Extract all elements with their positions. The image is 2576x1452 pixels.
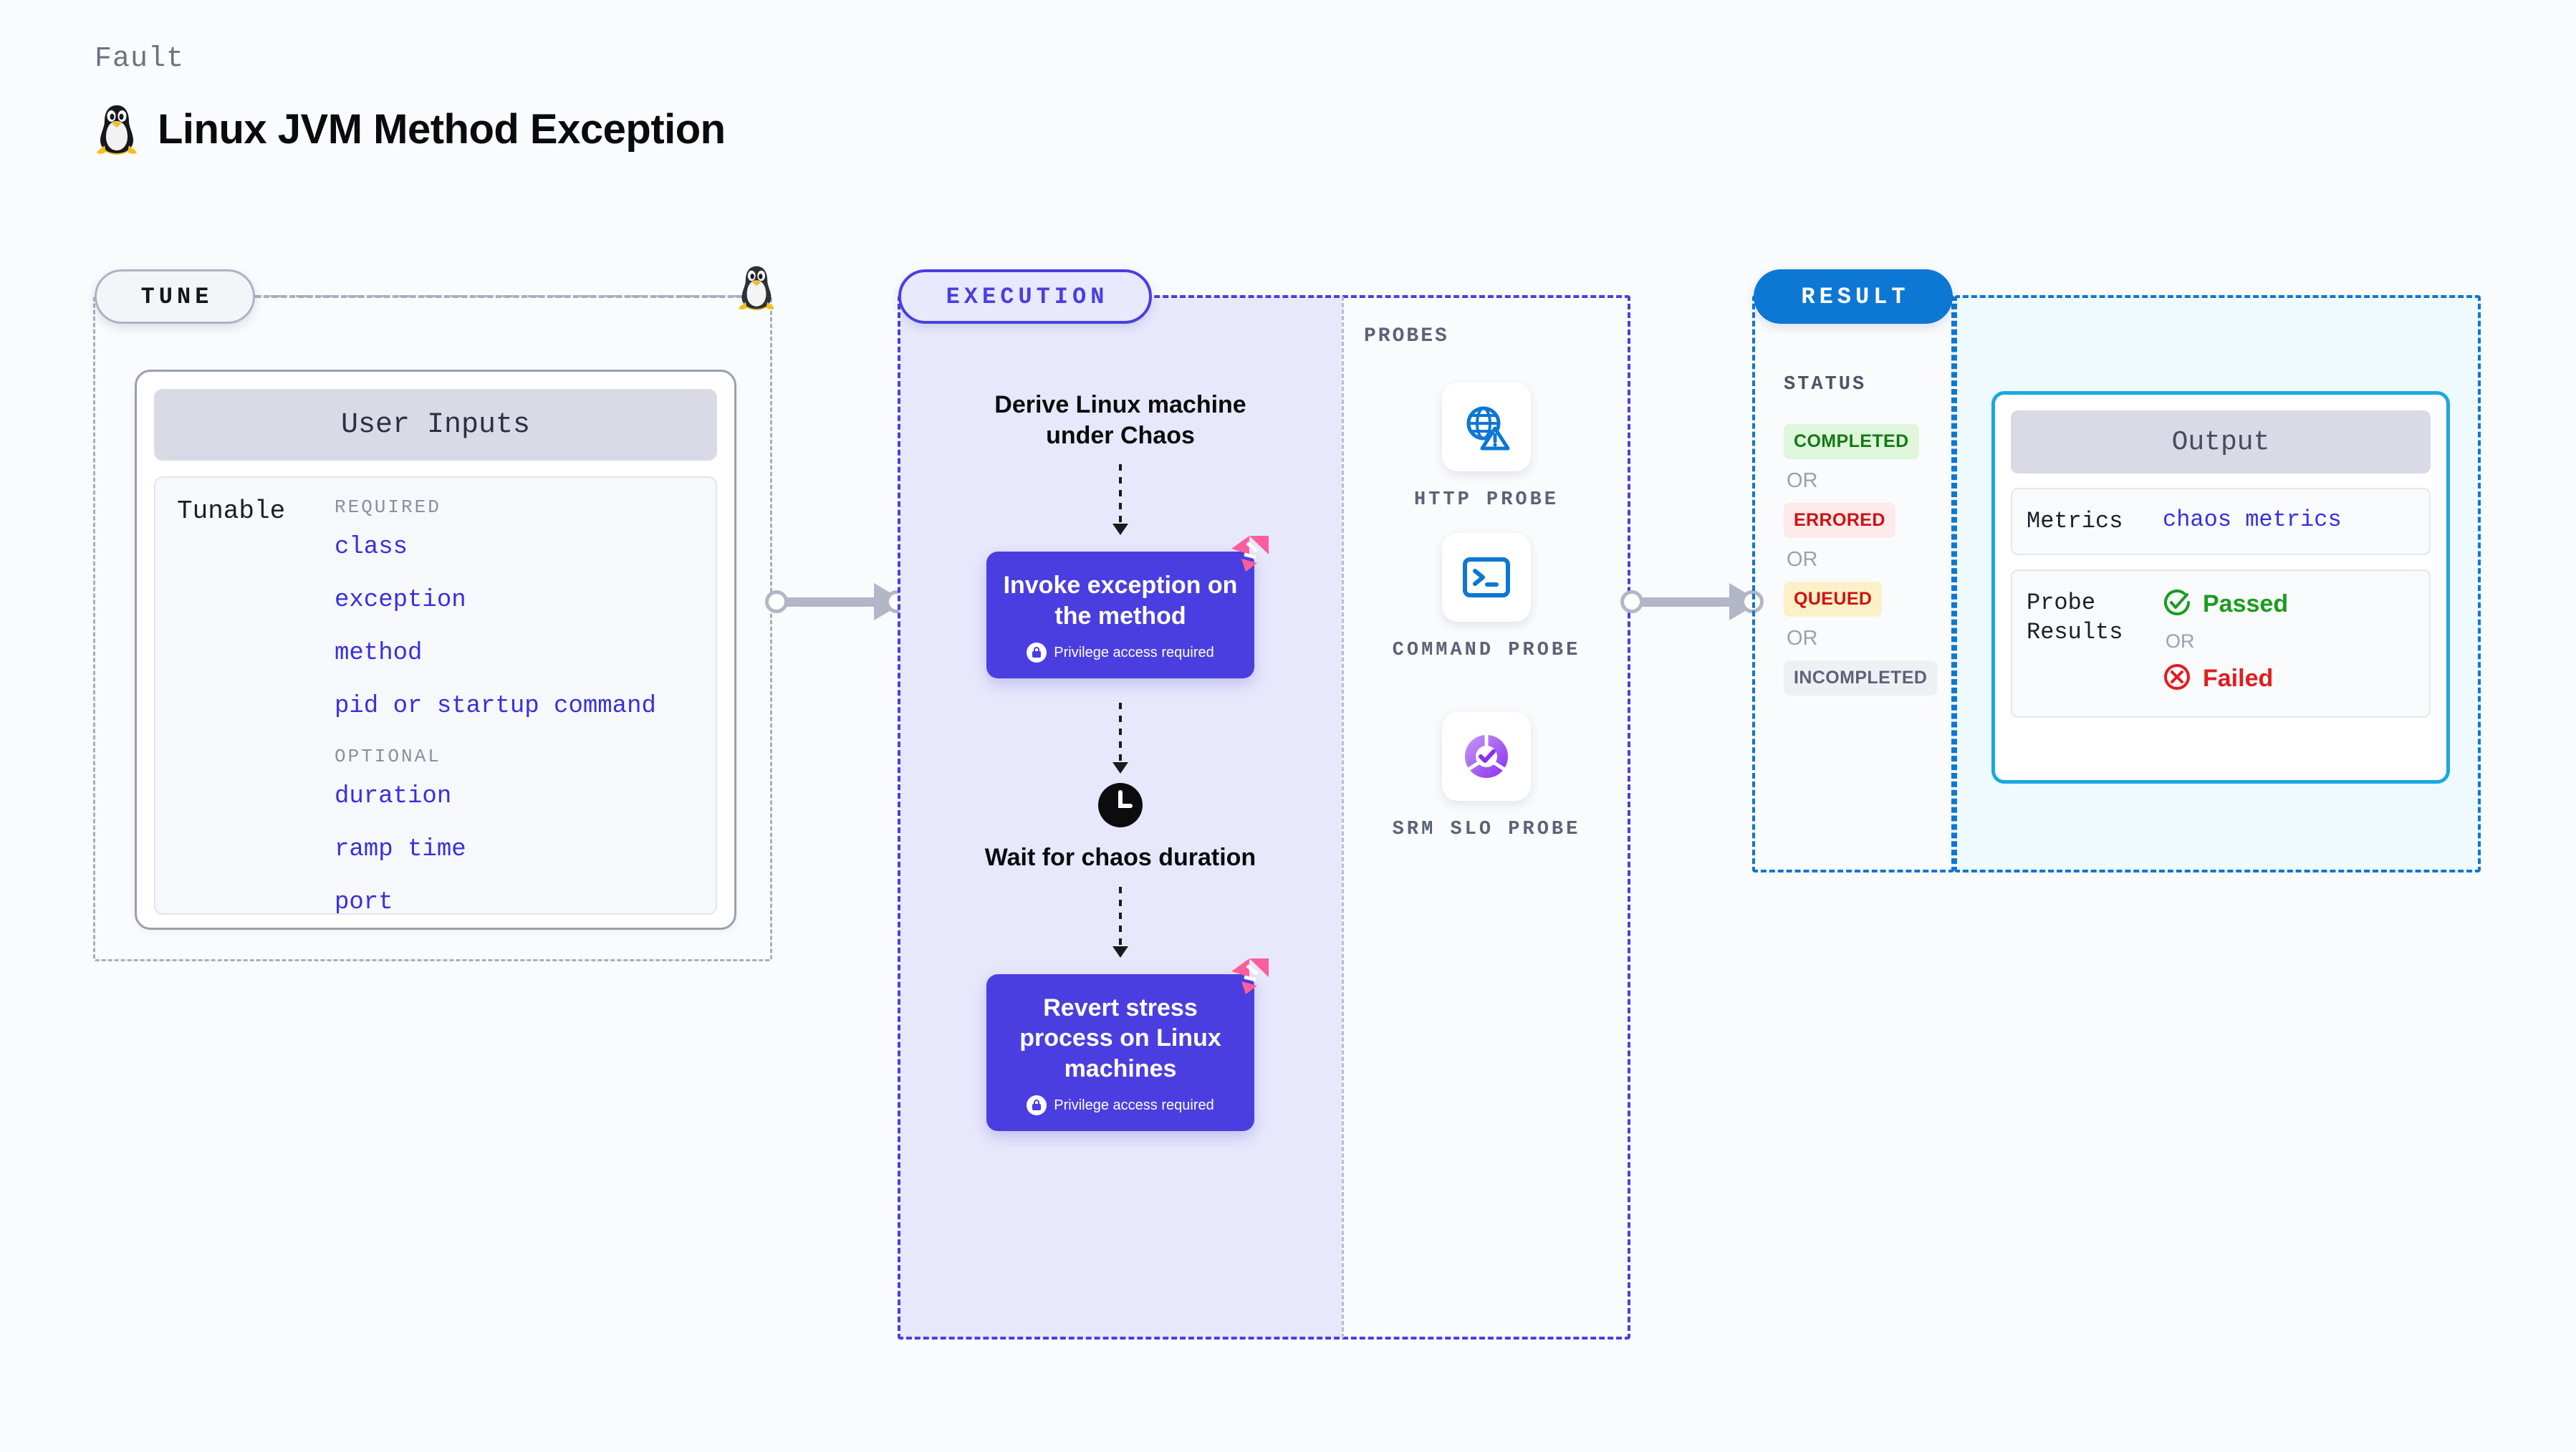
- probes-column: PROBES HTTP PROBE COMMAND PROBE: [1344, 297, 1629, 1338]
- status-badge-queued: QUEUED: [1784, 582, 1883, 617]
- tux-penguin-icon: [95, 102, 139, 155]
- flow-arrow-icon: [1119, 464, 1122, 527]
- probe-label: SRM SLO PROBE: [1392, 819, 1581, 840]
- or-label: OR: [2166, 630, 2195, 652]
- connector-start-dot: [765, 590, 788, 613]
- probe-result-failed: Failed: [2163, 663, 2288, 695]
- step-title: Revert stress process on Linux machines: [1019, 994, 1221, 1082]
- tunable-param-list: REQUIRED class exception method pid or s…: [335, 496, 716, 916]
- execution-region: [898, 295, 1630, 1340]
- probe-srm-slo[interactable]: SRM SLO PROBE: [1344, 712, 1629, 842]
- metrics-link[interactable]: chaos metrics: [2163, 506, 2342, 533]
- step-title: Invoke exception on the method: [1003, 572, 1238, 630]
- terminal-icon: [1442, 533, 1531, 622]
- execution-step-invoke-exception[interactable]: Invoke exception on the method Privilege…: [986, 536, 1269, 679]
- flow-arrow-icon: [1119, 886, 1122, 948]
- globe-warning-icon: [1442, 383, 1531, 471]
- param-port[interactable]: port: [335, 889, 393, 916]
- param-duration[interactable]: duration: [335, 783, 452, 810]
- probe-http[interactable]: HTTP PROBE: [1344, 383, 1629, 513]
- output-row-metrics: Metrics chaos metrics: [2011, 488, 2431, 555]
- clock-icon: [1098, 783, 1143, 831]
- execution-step-wait: Wait for chaos duration: [984, 844, 1256, 872]
- or-label: OR: [1787, 627, 1818, 650]
- probes-divider: [1342, 297, 1344, 1338]
- failed-label: Failed: [2203, 664, 2274, 692]
- status-badge-completed: COMPLETED: [1784, 424, 1919, 459]
- status-badge-errored: ERRORED: [1784, 503, 1895, 538]
- param-exception[interactable]: exception: [335, 587, 466, 614]
- execution-step-derive: Derive Linux machine under Chaos: [994, 391, 1246, 450]
- lock-icon: [1027, 1095, 1047, 1116]
- user-inputs-card: User Inputs Tunable REQUIRED class excep…: [135, 370, 736, 930]
- tunable-box: Tunable REQUIRED class exception method …: [154, 476, 717, 916]
- output-row-probe-results: Probe Results Passed OR: [2011, 569, 2431, 718]
- or-label: OR: [1787, 548, 1818, 571]
- execution-step-revert-stress[interactable]: Revert stress process on Linux machines …: [986, 958, 1269, 1132]
- connector-execution-to-result: [1620, 583, 1764, 620]
- connector-start-dot: [1620, 590, 1643, 613]
- probe-results-values: Passed OR Failed: [2163, 588, 2288, 695]
- param-class[interactable]: class: [335, 534, 408, 561]
- harness-ribbon-icon: [1229, 534, 1270, 578]
- harness-ribbon-icon: [1229, 957, 1270, 1001]
- check-circle-icon: [2163, 588, 2191, 620]
- metrics-key: Metrics: [2027, 508, 2123, 534]
- user-inputs-title: User Inputs: [154, 389, 717, 461]
- group-heading-optional: OPTIONAL: [335, 746, 441, 767]
- privilege-note-text: Privilege access required: [1054, 1097, 1214, 1113]
- output-card: Output Metrics chaos metrics Probe Resul…: [1991, 391, 2450, 784]
- tune-pill[interactable]: TUNE: [95, 269, 255, 324]
- tunable-label: Tunable: [177, 496, 286, 526]
- probe-label: HTTP PROBE: [1413, 489, 1559, 511]
- privilege-note-text: Privilege access required: [1054, 644, 1214, 660]
- page-title: Linux JVM Method Exception: [158, 105, 726, 153]
- tune-connector-line: [255, 295, 742, 298]
- probe-command[interactable]: COMMAND PROBE: [1344, 533, 1629, 663]
- execution-pill[interactable]: EXECUTION: [898, 269, 1152, 324]
- slo-donut-check-icon: [1442, 712, 1531, 801]
- privilege-note: Privilege access required: [999, 1095, 1241, 1116]
- param-method[interactable]: method: [335, 640, 423, 667]
- probe-label: COMMAND PROBE: [1392, 640, 1581, 661]
- lock-icon: [1027, 643, 1047, 663]
- status-badge-incompleted: INCOMPLETED: [1784, 660, 1938, 696]
- passed-label: Passed: [2203, 590, 2289, 617]
- flow-arrow-icon: [1119, 703, 1122, 765]
- execution-steps: Derive Linux machine under Chaos Invoke …: [899, 297, 1342, 1338]
- status-heading: STATUS: [1784, 374, 1867, 395]
- param-ramp-time[interactable]: ramp time: [335, 836, 466, 863]
- group-heading-required: REQUIRED: [335, 496, 441, 518]
- probe-results-key: Probe Results: [2027, 589, 2123, 646]
- param-pid-or-startup-command[interactable]: pid or startup command: [335, 693, 656, 720]
- x-circle-icon: [2163, 663, 2191, 695]
- probes-heading: PROBES: [1364, 325, 1449, 347]
- output-title: Output: [2011, 410, 2431, 473]
- result-pill[interactable]: RESULT: [1754, 269, 1953, 324]
- status-column: STATUS COMPLETED OR ERRORED OR QUEUED OR…: [1752, 295, 1954, 872]
- page-header: Fault Linux JVM Method Exception: [95, 43, 726, 155]
- fault-kicker: Fault: [95, 43, 185, 75]
- status-badge-list: COMPLETED OR ERRORED OR QUEUED OR INCOMP…: [1784, 424, 1938, 696]
- title-row: Linux JVM Method Exception: [95, 102, 726, 155]
- or-label: OR: [1787, 469, 1818, 492]
- connector-tune-to-execution: [765, 583, 908, 620]
- probe-result-passed: Passed: [2163, 588, 2288, 620]
- tux-penguin-marker-icon: [736, 264, 777, 314]
- privilege-note: Privilege access required: [999, 643, 1241, 663]
